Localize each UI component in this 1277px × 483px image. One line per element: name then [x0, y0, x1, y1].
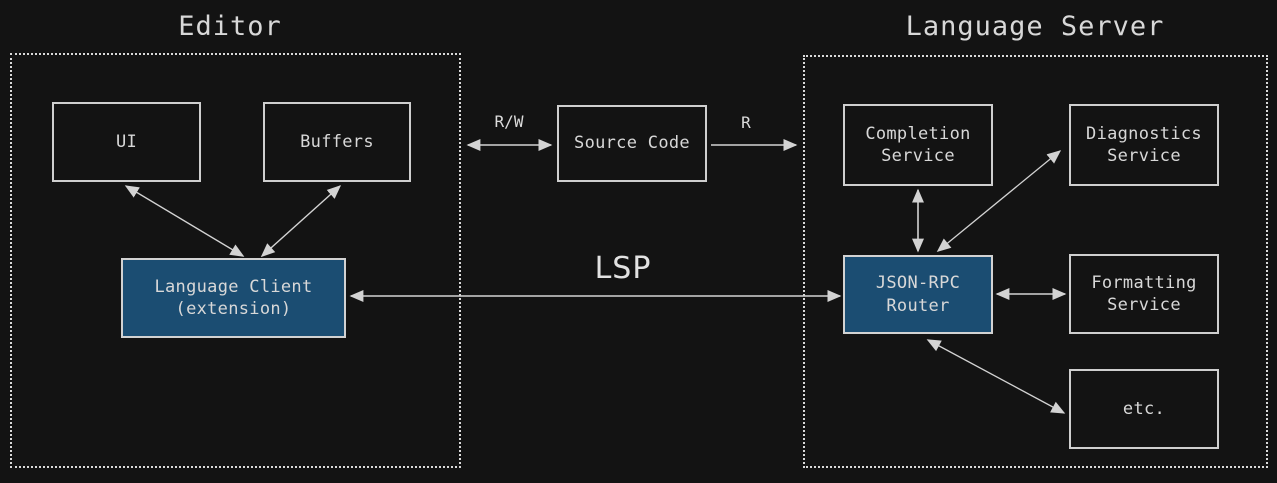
node-completion-service[interactable]: Completion Service — [843, 104, 993, 186]
group-title-language-server: Language Server — [905, 11, 1165, 42]
node-formatting-service[interactable]: Formatting Service — [1069, 254, 1219, 334]
node-ui[interactable]: UI — [52, 102, 201, 182]
group-boundary-editor — [10, 53, 461, 468]
edge-label-lsp: LSP — [594, 251, 652, 286]
group-title-editor: Editor — [178, 11, 282, 42]
group-boundary-language-server — [803, 55, 1268, 468]
node-buffers[interactable]: Buffers — [263, 102, 411, 182]
node-language-client[interactable]: Language Client (extension) — [121, 258, 346, 338]
node-diagnostics-service[interactable]: Diagnostics Service — [1069, 104, 1219, 186]
node-source-code[interactable]: Source Code — [557, 105, 707, 182]
edge-label-read-write: R/W — [494, 112, 524, 131]
edge-label-read: R — [741, 113, 751, 132]
node-etc[interactable]: etc. — [1069, 369, 1219, 449]
node-json-rpc-router[interactable]: JSON-RPC Router — [843, 255, 993, 334]
